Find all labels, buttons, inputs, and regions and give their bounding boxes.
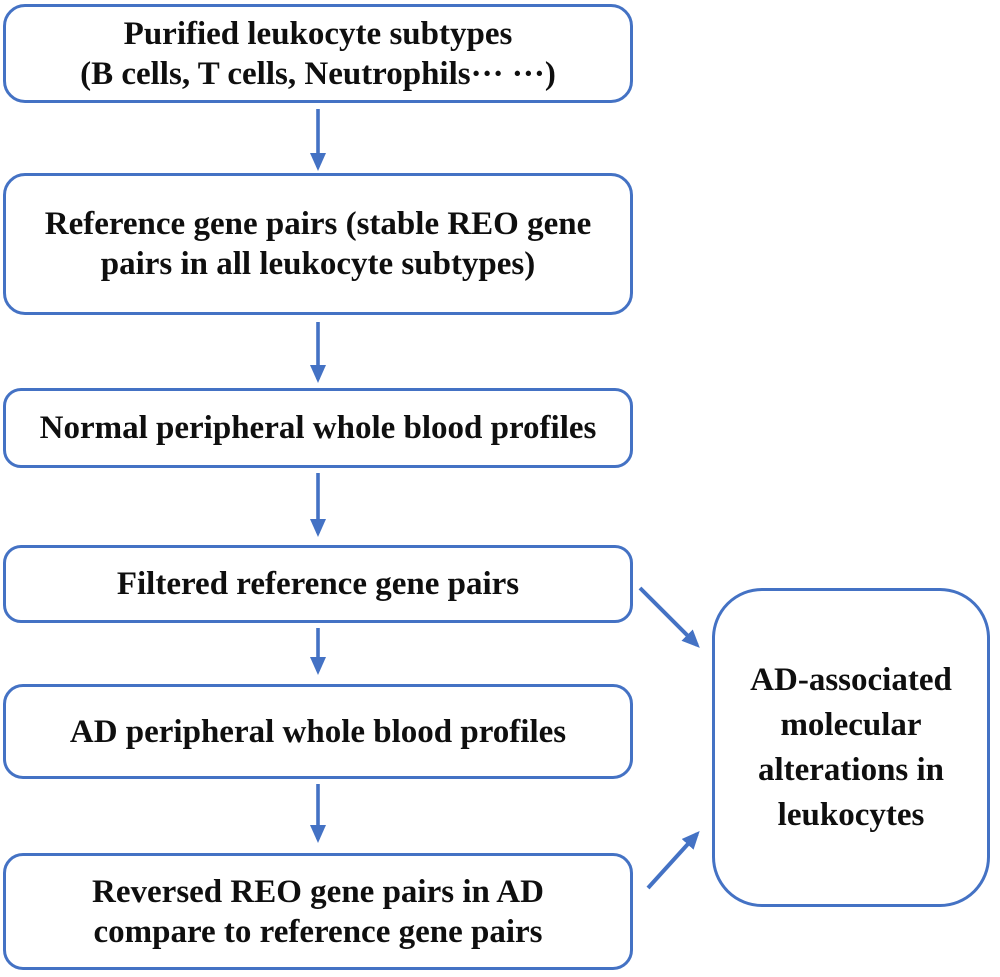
flow-box-ad-whole-blood-profiles: AD peripheral whole blood profiles bbox=[3, 684, 633, 779]
flow-box-normal-whole-blood-profiles: Normal peripheral whole blood profiles bbox=[3, 388, 633, 468]
box-label: Filtered reference gene pairs bbox=[116, 566, 520, 602]
flow-box-reference-gene-pairs: Reference gene pairs (stable REO gene pa… bbox=[3, 173, 633, 315]
arrow-diagonal-bottom bbox=[646, 831, 700, 890]
box-label: Normal peripheral whole blood profiles bbox=[39, 410, 597, 446]
flow-box-reversed-reo-gene-pairs: Reversed REO gene pairs in AD compare to… bbox=[3, 853, 633, 970]
arrow-diagonal-top bbox=[638, 586, 700, 648]
box-label: Reversed REO gene pairs in AD compare to… bbox=[92, 873, 544, 950]
flow-box-filtered-reference-gene-pairs: Filtered reference gene pairs bbox=[3, 545, 633, 623]
box-label: AD peripheral whole blood profiles bbox=[69, 713, 567, 750]
box-label: AD-associated molecular alterations in l… bbox=[750, 661, 952, 833]
box-label: Reference gene pairs (stable REO gene pa… bbox=[44, 206, 592, 282]
box-label: Purified leukocyte subtypes (B cells, T … bbox=[80, 15, 556, 92]
flow-box-purified-leukocyte-subtypes: Purified leukocyte subtypes (B cells, T … bbox=[3, 4, 633, 103]
flow-box-ad-associated-alterations: AD-associated molecular alterations in l… bbox=[712, 588, 990, 907]
